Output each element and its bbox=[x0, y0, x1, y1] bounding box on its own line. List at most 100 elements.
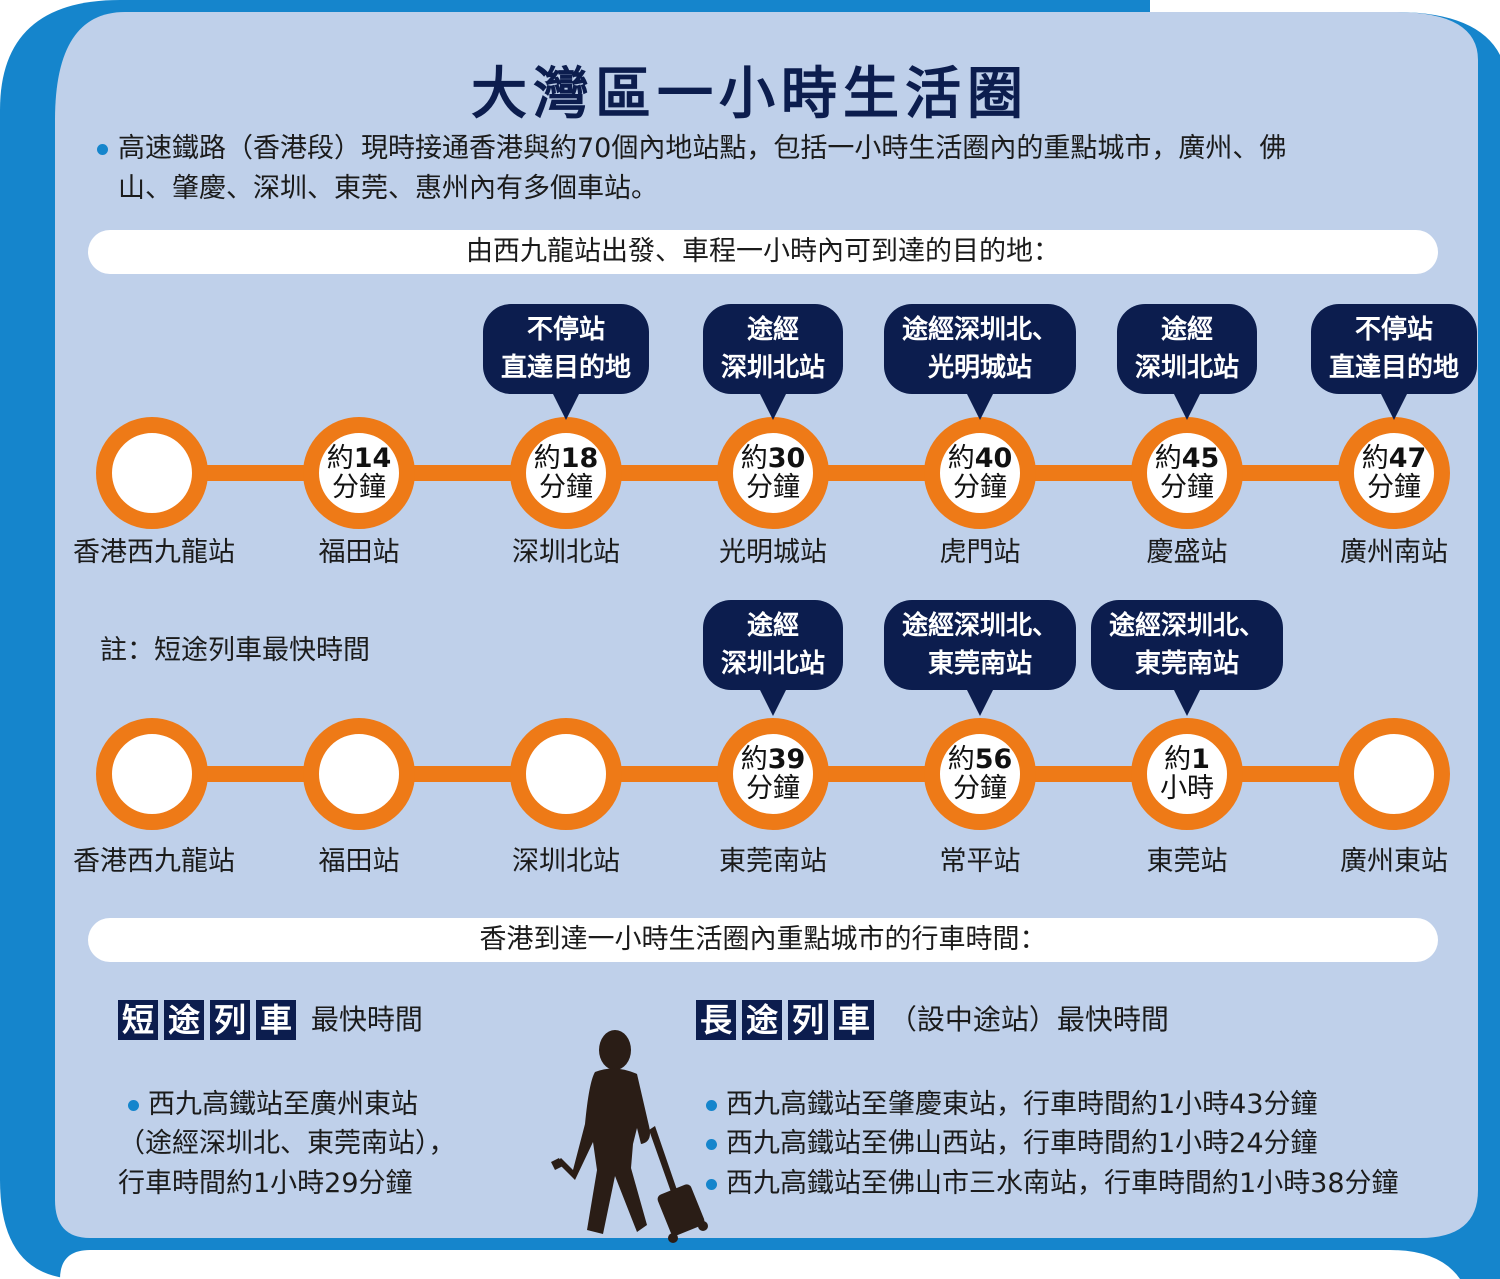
short-train-char: 列 bbox=[210, 1000, 250, 1040]
travel-time-value: 約40 bbox=[948, 444, 1013, 473]
short-train-char: 途 bbox=[164, 1000, 204, 1040]
travel-time-unit: 分鐘 bbox=[953, 773, 1007, 804]
travel-time-value: 約56 bbox=[948, 745, 1013, 774]
station-marker bbox=[1338, 718, 1450, 830]
station-name: 常平站 bbox=[939, 846, 1021, 877]
travel-time-prefix: 約 bbox=[1154, 443, 1182, 474]
top-white-band bbox=[1150, 0, 1500, 55]
station-name: 香港西九龍站 bbox=[73, 846, 235, 877]
route-note-bubble: 不停站直達目的地 bbox=[1310, 304, 1478, 420]
route-note-line: 深圳北站 bbox=[1134, 353, 1240, 383]
short-train-line-2: （途經深圳北、東莞南站）， bbox=[118, 1128, 456, 1159]
travel-time-prefix: 約 bbox=[326, 443, 354, 474]
long-train-bullet-icon bbox=[706, 1179, 717, 1190]
note-text: 註：短途列車最快時間 bbox=[100, 635, 370, 666]
travel-time-prefix: 約 bbox=[740, 443, 768, 474]
station-name: 東莞站 bbox=[1146, 846, 1228, 877]
travel-time-unit: 分鐘 bbox=[746, 472, 800, 503]
route-note-bubble: 不停站直達目的地 bbox=[482, 304, 650, 420]
route-note-line: 不停站 bbox=[1354, 315, 1434, 345]
long-train-char: 車 bbox=[834, 1000, 874, 1040]
long-train-item: 西九高鐵站至肇慶東站，行車時間約1小時43分鐘 bbox=[726, 1089, 1318, 1120]
route-note-line: 途經 bbox=[746, 315, 800, 345]
station-name: 廣州東站 bbox=[1340, 846, 1448, 877]
bottom-white-band bbox=[60, 1250, 1460, 1279]
long-train-item: 西九高鐵站至佛山市三水南站，行車時間約1小時38分鐘 bbox=[726, 1168, 1399, 1199]
station-name: 光明城站 bbox=[719, 537, 827, 568]
short-train-line-3: 行車時間約1小時29分鐘 bbox=[118, 1168, 413, 1199]
travel-time-number: 1 bbox=[1191, 744, 1210, 775]
travel-time-prefix: 約 bbox=[1164, 744, 1192, 775]
station-name: 香港西九龍站 bbox=[73, 537, 235, 568]
long-train-suffix: （設中途站）最快時間 bbox=[888, 1003, 1169, 1036]
travel-time-value: 約30 bbox=[741, 444, 806, 473]
intro-line-2: 山、肇慶、深圳、東莞、惠州內有多個車站。 bbox=[118, 173, 658, 204]
route-note-bubble: 途經深圳北站 bbox=[702, 304, 844, 420]
short-train-char: 車 bbox=[256, 1000, 296, 1040]
travel-time-value: 約14 bbox=[327, 444, 392, 473]
short-train-suffix: 最快時間 bbox=[310, 1003, 423, 1036]
route-note-line: 光明城站 bbox=[927, 353, 1033, 383]
route-note-line: 東莞南站 bbox=[927, 649, 1033, 679]
route-note-line: 途經 bbox=[746, 611, 800, 641]
travel-time-unit: 分鐘 bbox=[332, 472, 386, 503]
travel-time-number: 39 bbox=[767, 744, 806, 775]
station-name: 深圳北站 bbox=[512, 537, 620, 568]
route-note-line: 不停站 bbox=[526, 315, 606, 345]
traveler-icon bbox=[551, 1030, 708, 1243]
travel-time-value: 約39 bbox=[741, 745, 806, 774]
route-note-bubble: 途經深圳北站 bbox=[1116, 304, 1258, 420]
route-note-bubble: 途經深圳北、光明城站 bbox=[883, 304, 1077, 420]
short-train-heading: 短途列車 最快時間 bbox=[118, 997, 423, 1042]
route-note-line: 途經深圳北、 bbox=[901, 315, 1059, 345]
travel-time-number: 14 bbox=[353, 443, 392, 474]
route-note-line: 深圳北站 bbox=[720, 649, 826, 679]
travel-time-unit: 小時 bbox=[1160, 773, 1214, 804]
station-marker bbox=[96, 718, 208, 830]
route-note-bubble: 途經深圳北、東莞南站 bbox=[883, 600, 1077, 716]
station-name: 福田站 bbox=[318, 537, 400, 568]
route-note-line: 東莞南站 bbox=[1134, 649, 1240, 679]
route-note-bubble: 途經深圳北站 bbox=[702, 600, 844, 716]
travel-time-value: 約47 bbox=[1362, 444, 1427, 473]
section-2-label: 香港到達一小時生活圈內重點城市的行車時間： bbox=[88, 918, 1438, 962]
long-train-char: 長 bbox=[696, 1000, 736, 1040]
station-name: 深圳北站 bbox=[512, 846, 620, 877]
travel-time-number: 30 bbox=[767, 443, 806, 474]
intro-line-1: 高速鐵路（香港段）現時接通香港與約70個內地站點，包括一小時生活圈內的重點城市，… bbox=[118, 133, 1287, 164]
station-marker bbox=[510, 718, 622, 830]
long-train-heading: 長途列車 （設中途站）最快時間 bbox=[696, 997, 1169, 1042]
long-train-bullet-icon bbox=[706, 1100, 717, 1111]
travel-time-prefix: 約 bbox=[533, 443, 561, 474]
travel-time-number: 47 bbox=[1388, 443, 1427, 474]
station-name: 慶盛站 bbox=[1146, 537, 1228, 568]
travel-time-number: 45 bbox=[1181, 443, 1220, 474]
route-note-line: 直達目的地 bbox=[1328, 353, 1460, 383]
travel-time-value: 約45 bbox=[1155, 444, 1220, 473]
travel-time-number: 56 bbox=[974, 744, 1013, 775]
travel-time-prefix: 約 bbox=[740, 744, 768, 775]
station-name: 虎門站 bbox=[939, 537, 1021, 568]
long-train-bullet-icon bbox=[706, 1139, 717, 1150]
travel-time-unit: 分鐘 bbox=[1367, 472, 1421, 503]
route-note-line: 途經 bbox=[1160, 315, 1214, 345]
travel-time-unit: 分鐘 bbox=[1160, 472, 1214, 503]
page-title: 大灣區一小時生活圈 bbox=[471, 62, 1029, 127]
station-name: 東莞南站 bbox=[719, 846, 827, 877]
travel-time-value: 約18 bbox=[534, 444, 599, 473]
long-train-item: 西九高鐵站至佛山西站，行車時間約1小時24分鐘 bbox=[726, 1128, 1318, 1159]
route-note-line: 途經深圳北、 bbox=[1108, 611, 1266, 641]
travel-time-unit: 分鐘 bbox=[746, 773, 800, 804]
route-note-bubble: 途經深圳北、東莞南站 bbox=[1090, 600, 1284, 716]
route-note-line: 深圳北站 bbox=[720, 353, 826, 383]
route-note-line: 途經深圳北、 bbox=[901, 611, 1059, 641]
travel-time-prefix: 約 bbox=[947, 744, 975, 775]
station-marker bbox=[96, 417, 208, 529]
